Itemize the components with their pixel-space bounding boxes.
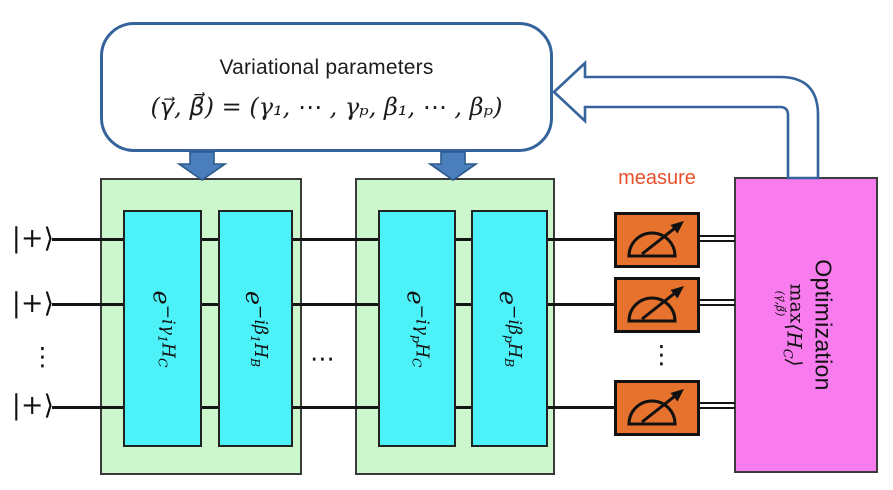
qubit-wire-1 bbox=[52, 238, 616, 241]
optimization-box: Optimization max (γ⃗,β⃗) ⟨HC⟩ bbox=[734, 177, 878, 473]
qubit-wire-2 bbox=[52, 303, 616, 306]
classical-wire-2 bbox=[698, 299, 735, 306]
gauge-meter-icon bbox=[627, 221, 684, 258]
ket-plus-label-2: |+⟩ bbox=[11, 288, 54, 319]
gate-exp-ibeta1-HB: e−iβ1HB bbox=[218, 210, 293, 447]
measure-ellipsis: ⋮ bbox=[649, 340, 674, 369]
ket-plus-label-1: |+⟩ bbox=[11, 223, 54, 254]
measurement-gauge-2 bbox=[614, 277, 700, 333]
expectation-value: ⟨HC⟩ bbox=[780, 323, 807, 367]
gauge-meter-icon bbox=[627, 389, 684, 426]
qubit-ellipsis-left: ⋮ bbox=[30, 342, 55, 371]
ket-plus-label-3: |+⟩ bbox=[11, 390, 54, 421]
gate-exp-igamma1-HC-label: e−iγ1HC bbox=[147, 289, 178, 368]
feedback-arrow bbox=[552, 60, 820, 180]
gate-exp-igammap-HC-label: e−iγpHC bbox=[402, 289, 433, 368]
gate-exp-ibetap-HB: e−iβpHB bbox=[471, 210, 548, 447]
layer-ellipsis-middle: ⋯ bbox=[310, 344, 335, 373]
optimization-objective: max (γ⃗,β⃗) ⟨HC⟩ bbox=[774, 283, 808, 367]
qubit-wire-3 bbox=[52, 406, 616, 409]
classical-wire-3 bbox=[698, 402, 735, 409]
measurement-gauge-3 bbox=[614, 380, 700, 436]
measure-label: measure bbox=[618, 167, 696, 189]
gauge-meter-icon bbox=[627, 286, 684, 323]
variational-parameters-box: Variational parameters (γ⃗, β⃗) = (γ₁, ⋯… bbox=[100, 22, 553, 152]
gate-exp-igammap-HC: e−iγpHC bbox=[378, 210, 456, 447]
variational-parameters-title: Variational parameters bbox=[219, 55, 434, 79]
gate-exp-ibetap-HB-label: e−iβpHB bbox=[494, 290, 525, 367]
gate-exp-igamma1-HC: e−iγ1HC bbox=[123, 210, 202, 447]
optimization-rotated-text: Optimization max (γ⃗,β⃗) ⟨HC⟩ bbox=[774, 259, 837, 391]
variational-parameters-equation: (γ⃗, β⃗) = (γ₁, ⋯ , γₚ, β₁, ⋯ , βₚ) bbox=[150, 92, 503, 121]
parameter-feed-arrow-left bbox=[176, 151, 228, 181]
optimization-title: Optimization bbox=[811, 259, 837, 391]
parameter-feed-arrow-right bbox=[427, 151, 479, 181]
measurement-gauge-1 bbox=[614, 212, 700, 268]
gate-exp-ibeta1-HB-label: e−iβ1HB bbox=[240, 290, 271, 367]
classical-wire-1 bbox=[698, 235, 735, 242]
max-operator: max (γ⃗,β⃗) bbox=[774, 283, 808, 324]
